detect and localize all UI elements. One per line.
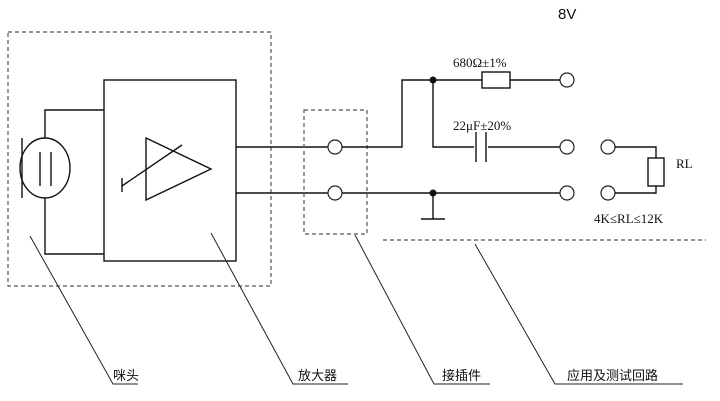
load-terminal-top xyxy=(600,139,616,155)
load-range-label: 4K≤RL≤12K xyxy=(594,211,664,226)
load-label: RL xyxy=(676,156,693,171)
microphone-module-boundary xyxy=(7,31,272,287)
load-resistor-symbol xyxy=(647,157,665,187)
resistor-symbol xyxy=(481,71,511,89)
terminal-signal xyxy=(559,139,575,155)
load-terminal-bottom xyxy=(600,185,616,201)
leader-amplifier xyxy=(210,232,348,385)
callout-microphone-head: 咪头 xyxy=(113,368,139,383)
connector-boundary xyxy=(303,109,368,235)
resistor-label: 680Ω±1% xyxy=(453,55,507,70)
amplifier-triangle-symbol xyxy=(121,136,213,202)
callout-connector: 接插件 xyxy=(442,368,481,383)
connector-terminal-left-bottom xyxy=(327,185,343,201)
load-wire-bottom xyxy=(615,186,657,194)
capacitor-label: 22μF±20% xyxy=(453,118,511,133)
terminal-ground xyxy=(559,185,575,201)
leader-test-circuit xyxy=(474,243,683,385)
leader-microphone-head xyxy=(29,235,138,385)
mic-wire-bottom xyxy=(44,198,104,255)
callout-application-test-circuit: 应用及测试回路 xyxy=(567,368,658,383)
capacitor-input-wire xyxy=(432,80,474,148)
amplifier-box xyxy=(103,79,237,262)
load-wire-top xyxy=(615,146,657,158)
supply-voltage-label: 8V xyxy=(558,6,576,23)
terminal-supply xyxy=(559,72,575,88)
connector-terminal-left-top xyxy=(327,139,343,155)
supply-wire xyxy=(342,79,482,148)
microphone-capsule-symbol xyxy=(19,137,71,199)
callout-amplifier: 放大器 xyxy=(298,368,337,383)
mic-wire-top xyxy=(44,109,104,138)
leader-connector xyxy=(354,234,490,385)
